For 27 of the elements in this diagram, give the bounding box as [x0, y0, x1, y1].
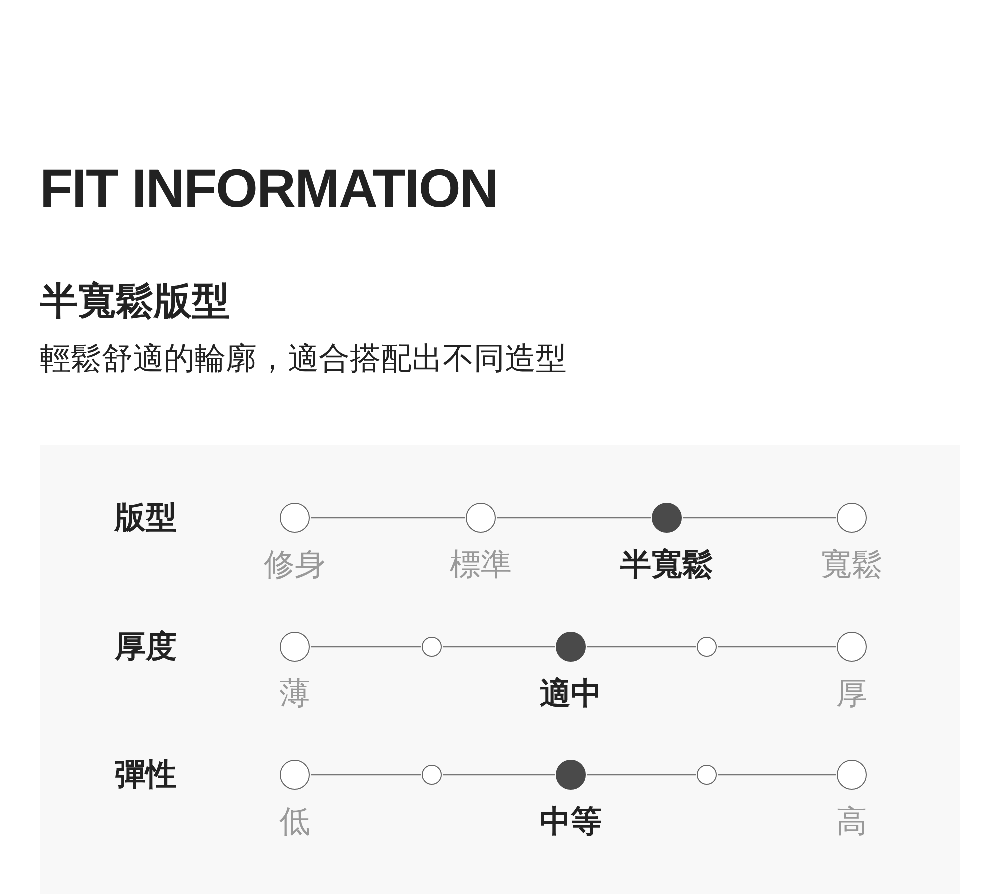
connector-line	[443, 646, 555, 648]
option-label: 低	[280, 807, 310, 838]
connector-line	[311, 646, 421, 648]
page-title: FIT INFORMATION	[40, 158, 498, 220]
description-text: 輕鬆舒適的輪廓，適合搭配出不同造型	[40, 344, 567, 375]
option-label: 厚	[836, 679, 868, 710]
connector-line	[718, 646, 836, 648]
option-label: 中等	[540, 807, 602, 838]
connector-line	[497, 517, 651, 519]
connector-line	[443, 774, 555, 776]
section-heading: 半寬鬆版型	[40, 282, 230, 320]
connector-line	[587, 646, 696, 648]
row-label: 厚度	[115, 632, 177, 663]
option-label: 薄	[280, 679, 310, 710]
connector-line	[587, 774, 696, 776]
option-label: 標準	[450, 550, 512, 581]
connector-line	[311, 517, 465, 519]
option-label: 適中	[540, 679, 602, 710]
option-label: 修身	[264, 550, 326, 581]
row-label: 版型	[115, 503, 177, 534]
connector-line	[311, 774, 421, 776]
option-label: 半寬鬆	[620, 550, 714, 581]
option-label: 寬鬆	[821, 550, 883, 581]
option-label: 高	[836, 807, 868, 838]
connector-line	[718, 774, 836, 776]
connector-line	[683, 517, 836, 519]
row-label: 彈性	[115, 760, 177, 791]
